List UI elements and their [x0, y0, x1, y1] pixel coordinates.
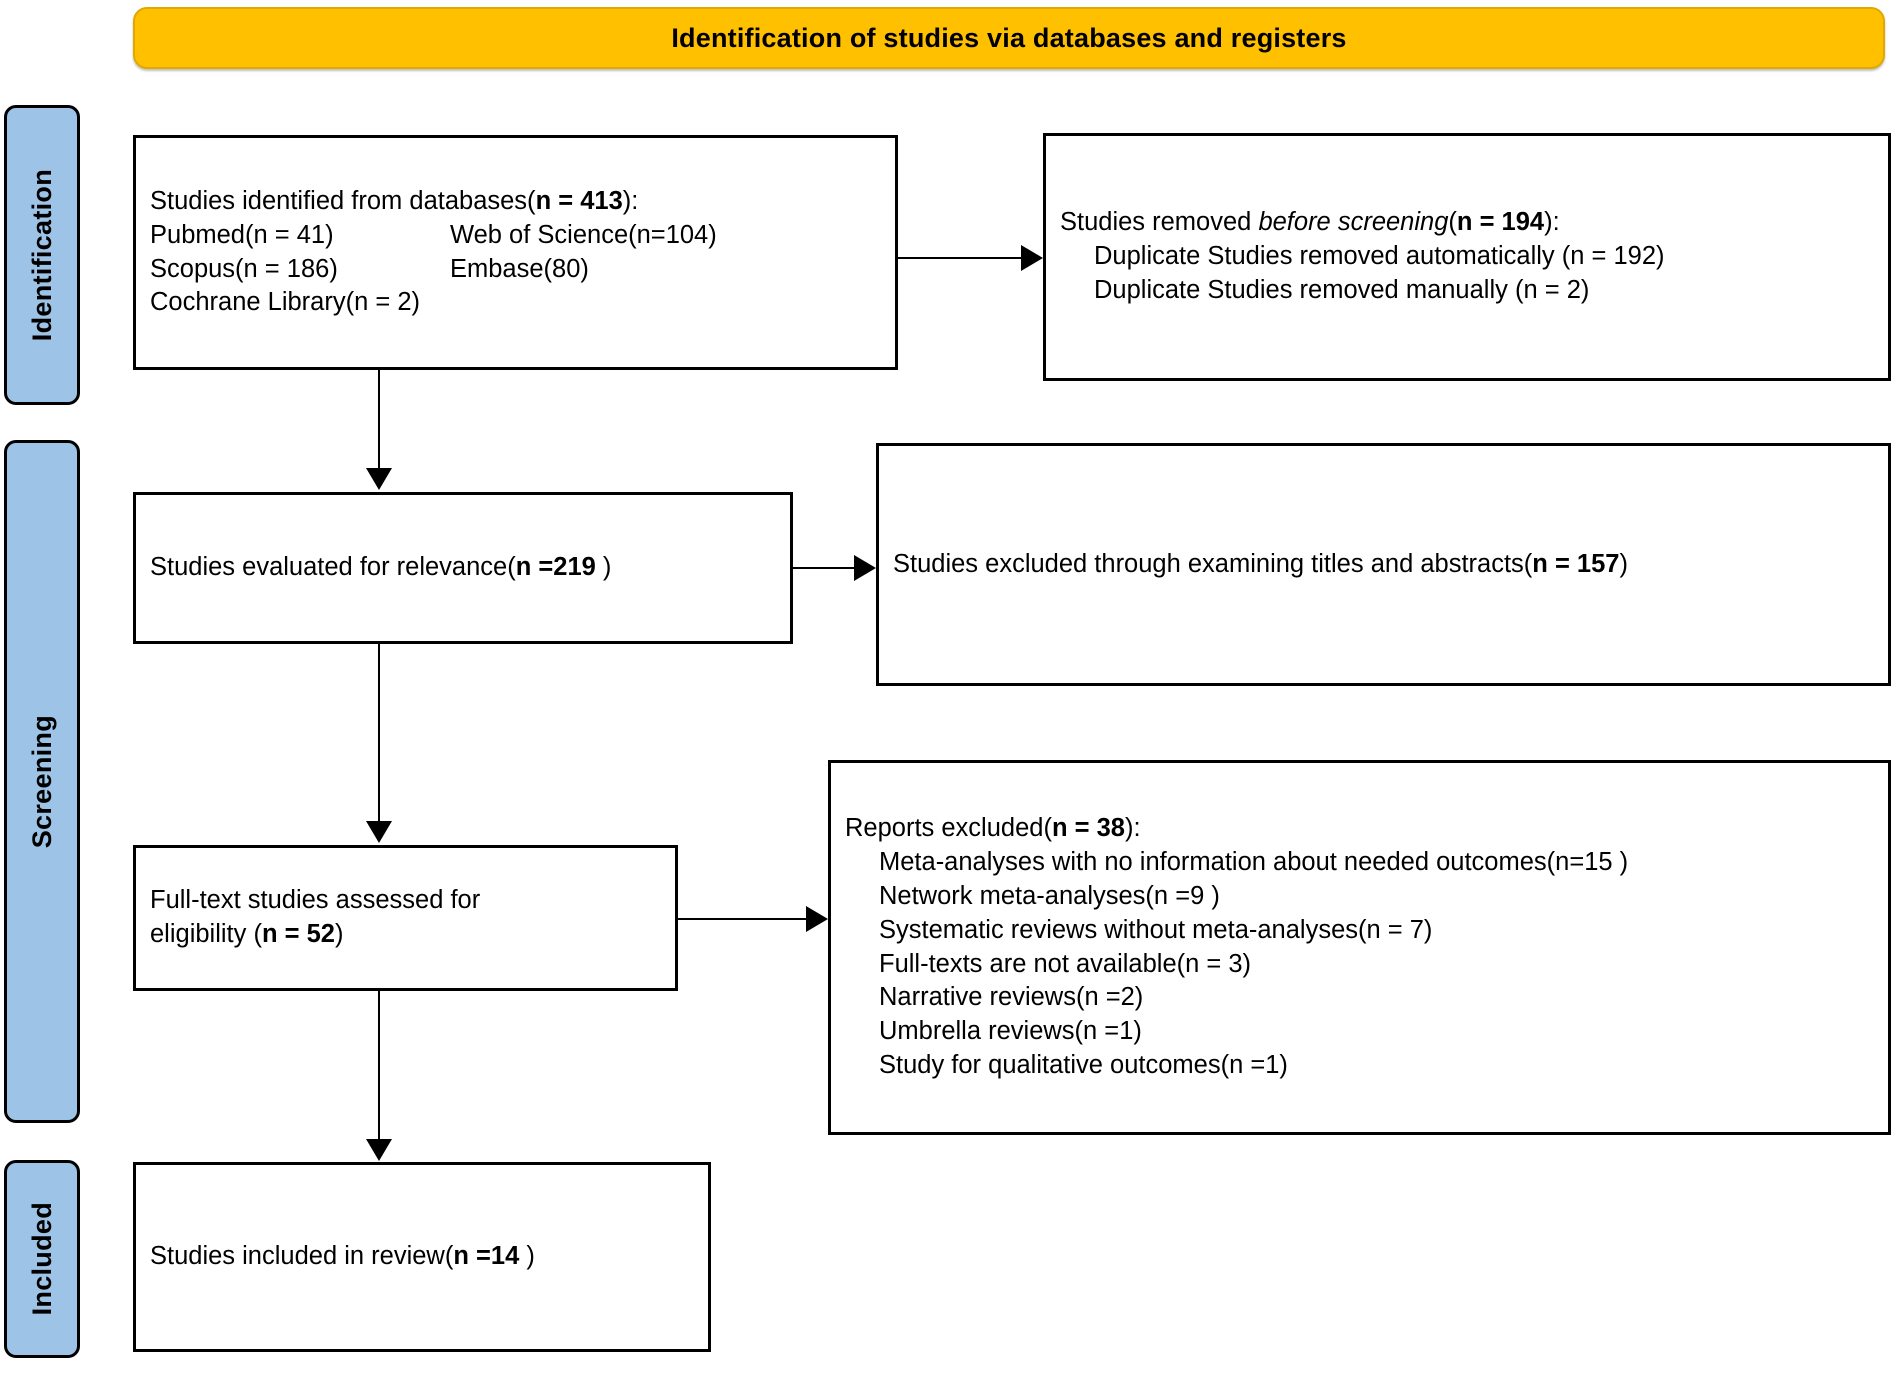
connector-evaluated-to-excluded-arrow — [854, 555, 876, 581]
source-scopus: Scopus(n = 186) — [150, 254, 338, 283]
connector-identified-to-removed-arrow — [1021, 245, 1043, 271]
reports-excluded-item-systematic-reviews: Systematic reviews without meta-analyses… — [879, 915, 1433, 944]
excluded-titles-text-n: n = 157 — [1532, 549, 1620, 578]
evaluated-text-pre: Studies evaluated for relevance( — [150, 553, 516, 582]
stage-label-identification-text: Identification — [26, 168, 57, 342]
studies-identified-title: Studies identified from databases(n = 41… — [150, 185, 881, 219]
connector-evaluated-to-fulltext-line — [378, 644, 380, 821]
studies-identified-title-n: n = 413 — [535, 186, 623, 215]
source-pubmed: Pubmed(n = 41) — [150, 220, 334, 249]
included-text: Studies included in review(n =14 ) — [150, 1240, 694, 1274]
removed-title-post: ): — [1544, 208, 1560, 237]
diagram-header-title: Identification of studies via databases … — [671, 22, 1347, 53]
fulltext-line2: eligibility (n = 52) — [150, 918, 661, 952]
removed-before-screening-title: Studies removed before screening(n = 194… — [1060, 206, 1874, 240]
excluded-titles-text-pre: Studies excluded through examining title… — [893, 549, 1533, 578]
studies-identified-source-row: Cochrane Library(n = 2) — [150, 286, 881, 320]
evaluated-text: Studies evaluated for relevance(n =219 ) — [150, 551, 776, 585]
box-studies-included-in-review: Studies included in review(n =14 ) — [133, 1162, 711, 1352]
removed-title-emphasis: before screening — [1258, 208, 1449, 237]
box-studies-removed-before-screening: Studies removed before screening(n = 194… — [1043, 133, 1891, 381]
reports-excluded-title-n: n = 38 — [1051, 813, 1125, 842]
reports-excluded-title-post: ): — [1124, 813, 1141, 842]
stage-label-included: Included — [4, 1160, 80, 1358]
box-fulltext-assessed-eligibility: Full-text studies assessed for eligibili… — [133, 845, 678, 991]
box-studies-identified: Studies identified from databases(n = 41… — [133, 135, 898, 370]
removed-title-pre: Studies removed — [1060, 208, 1259, 237]
connector-fulltext-to-reports-excluded-arrow — [806, 906, 828, 932]
excluded-titles-text-post: ) — [1619, 549, 1628, 578]
included-text-n: n =14 — [453, 1242, 520, 1271]
reports-excluded-item-meta-analyses-no-info: Meta-analyses with no information about … — [879, 847, 1629, 876]
connector-evaluated-to-fulltext-arrow — [366, 821, 392, 843]
connector-identified-to-evaluated-arrow — [366, 468, 392, 490]
removed-title-paren: ( — [1448, 208, 1457, 237]
studies-identified-source-row: Pubmed(n = 41) Web of Science(n=104) — [150, 219, 881, 253]
connector-identified-to-evaluated-line — [378, 370, 380, 470]
connector-fulltext-to-included-arrow — [366, 1139, 392, 1161]
included-text-pre: Studies included in review( — [150, 1242, 454, 1271]
box-studies-evaluated-for-relevance: Studies evaluated for relevance(n =219 ) — [133, 492, 793, 644]
evaluated-text-n: n =219 — [515, 553, 596, 582]
source-cochrane-library: Cochrane Library(n = 2) — [150, 288, 421, 317]
stage-label-screening-text: Screening — [26, 714, 57, 849]
reports-excluded-item-umbrella-reviews: Umbrella reviews(n =1) — [879, 1017, 1142, 1046]
studies-identified-title-pre: Studies identified from databases( — [150, 186, 536, 215]
studies-identified-title-post: ): — [622, 186, 639, 215]
excluded-titles-text: Studies excluded through examining title… — [893, 548, 1874, 582]
fulltext-line1: Full-text studies assessed for — [150, 886, 481, 915]
connector-evaluated-to-excluded-line — [793, 567, 854, 569]
included-text-post: ) — [519, 1242, 535, 1271]
reports-excluded-title-pre: Reports excluded( — [845, 813, 1052, 842]
reports-excluded-item-narrative-reviews: Narrative reviews(n =2) — [879, 983, 1144, 1012]
box-studies-excluded-titles-abstracts: Studies excluded through examining title… — [876, 443, 1891, 686]
stage-label-screening: Screening — [4, 440, 80, 1123]
reports-excluded-item-network-meta-analyses: Network meta-analyses(n =9 ) — [879, 881, 1220, 910]
removed-title-n: n = 194 — [1456, 208, 1545, 237]
source-embase: Embase(80) — [450, 254, 589, 283]
diagram-header-banner: Identification of studies via databases … — [133, 7, 1885, 69]
fulltext-line2-n: n = 52 — [261, 920, 335, 948]
stage-label-included-text: Included — [26, 1202, 57, 1316]
source-web-of-science: Web of Science(n=104) — [450, 220, 717, 249]
reports-excluded-item-fulltext-unavailable: Full-texts are not available(n = 3) — [879, 949, 1252, 978]
fulltext-line2-pre: eligibility ( — [150, 920, 262, 948]
connector-fulltext-to-included-line — [378, 991, 380, 1139]
reports-excluded-item-qualitative-outcomes: Study for qualitative outcomes(n =1) — [879, 1051, 1288, 1080]
box-reports-excluded: Reports excluded(n = 38): Meta-analyses … — [828, 760, 1891, 1135]
fulltext-line2-post: ) — [334, 920, 344, 948]
evaluated-text-post: ) — [595, 553, 612, 582]
stage-label-identification: Identification — [4, 105, 80, 405]
studies-identified-source-row: Scopus(n = 186) Embase(80) — [150, 253, 881, 287]
removed-item-manual: Duplicate Studies removed manually (n = … — [1094, 275, 1590, 304]
removed-item-automatic: Duplicate Studies removed automatically … — [1094, 242, 1665, 271]
reports-excluded-title: Reports excluded(n = 38): — [845, 812, 1874, 846]
connector-fulltext-to-reports-excluded-line — [678, 918, 806, 920]
connector-identified-to-removed-line — [898, 257, 1021, 259]
